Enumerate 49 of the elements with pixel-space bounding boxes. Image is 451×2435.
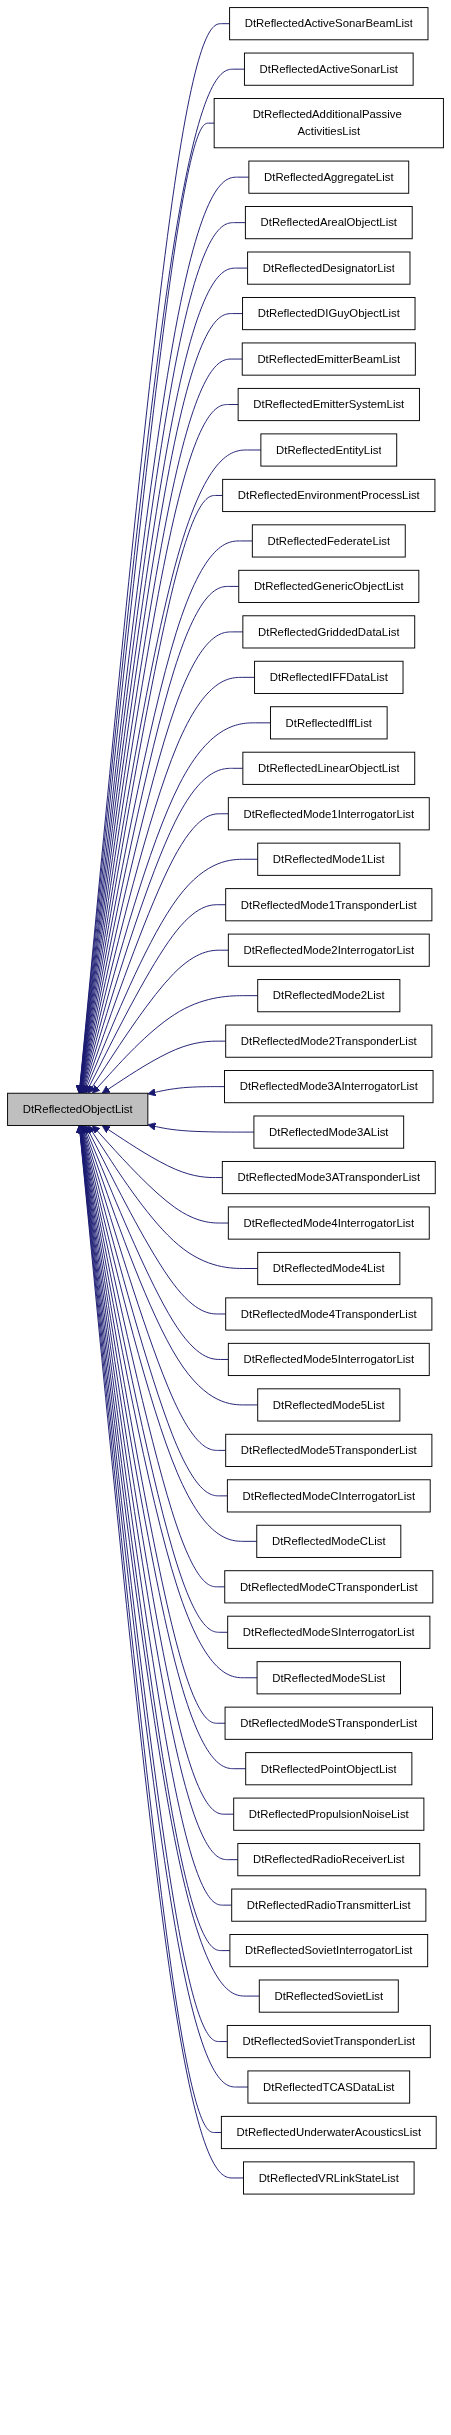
node-box: DtReflectedVRLinkStateList <box>243 2161 415 2195</box>
node-box: DtReflectedMode5List <box>257 1388 401 1422</box>
node-box: DtReflectedDesignatorList <box>247 251 411 285</box>
node-box: DtReflectedMode3ATransponderList <box>221 1161 436 1195</box>
node-box: DtReflectedMode4List <box>257 1251 401 1286</box>
node-box: DtReflectedMode1TransponderList <box>225 888 433 922</box>
node-box: DtReflectedMode3AInterrogatorList <box>224 1070 434 1104</box>
node-box: DtReflectedArealObjectList <box>244 206 413 240</box>
node-box: DtReflectedMode2InterrogatorList <box>227 933 430 967</box>
node-box: DtReflectedUnderwaterAcousticsList <box>220 2115 437 2150</box>
node-box: DtReflectedMode1List <box>257 842 401 876</box>
node-box: DtReflectedModeSTransponderList <box>224 1706 433 1740</box>
node-box: DtReflectedDIGuyObjectList <box>242 297 416 331</box>
node-box: DtReflectedModeCList <box>256 1524 402 1558</box>
node-box: DtReflectedEmitterBeamList <box>241 342 416 376</box>
node-box: DtReflectedMode4InterrogatorList <box>227 1206 430 1240</box>
node-box: DtReflectedAdditionalPassive ActivitiesList <box>213 98 444 149</box>
node-box: DtReflectedIFFDataList <box>254 660 404 694</box>
node-box: DtReflectedIffList <box>269 706 388 740</box>
node-box: DtReflectedModeSInterrogatorList <box>227 1615 431 1649</box>
node-box: DtReflectedEntityList <box>260 433 398 467</box>
node-box: DtReflectedMode4TransponderList <box>225 1297 433 1331</box>
node-box: DtReflectedObjectList <box>7 1092 149 1126</box>
node-box: DtReflectedLinearObjectList <box>242 751 416 785</box>
node-box: DtReflectedMode3AList <box>253 1115 405 1149</box>
node-box: DtReflectedMode5InterrogatorList <box>227 1342 430 1377</box>
node-box: DtReflectedMode5TransponderList <box>225 1433 433 1467</box>
node-box: DtReflectedPointObjectList <box>245 1752 413 1786</box>
node-box: DtReflectedMode1InterrogatorList <box>227 797 430 831</box>
node-box: DtReflectedRadioTransmitterList <box>231 1888 427 1922</box>
node-box: DtReflectedSovietTransponderList <box>226 2024 431 2059</box>
node-box: DtReflectedGriddedDataList <box>242 615 416 649</box>
node-box: DtReflectedFederateList <box>251 524 406 558</box>
node-box: DtReflectedModeCInterrogatorList <box>226 1479 431 1513</box>
node-box: DtReflectedRadioReceiverList <box>237 1843 421 1877</box>
node-box: DtReflectedGenericObjectList <box>238 569 420 603</box>
node-box: DtReflectedModeSList <box>256 1661 401 1695</box>
node-box: DtReflectedModeCTransponderList <box>224 1570 434 1604</box>
node-box: DtReflectedEmitterSystemList <box>237 387 420 422</box>
node-box: DtReflectedSovietInterrogatorList <box>229 1934 429 1968</box>
node-box: DtReflectedMode2List <box>257 979 401 1013</box>
node-box: DtReflectedActiveSonarBeamList <box>229 7 429 41</box>
node-box: DtReflectedTCASDataList <box>247 2070 411 2104</box>
node-box: DtReflectedAggregateList <box>248 160 410 194</box>
node-box: DtReflectedEnvironmentProcessList <box>222 478 436 513</box>
node-box: DtReflectedActiveSonarList <box>243 52 414 86</box>
node-box: DtReflectedPropulsionNoiseList <box>233 1797 425 1831</box>
node-box: DtReflectedMode2TransponderList <box>225 1024 433 1058</box>
node-box: DtReflectedSovietList <box>258 1979 399 2013</box>
